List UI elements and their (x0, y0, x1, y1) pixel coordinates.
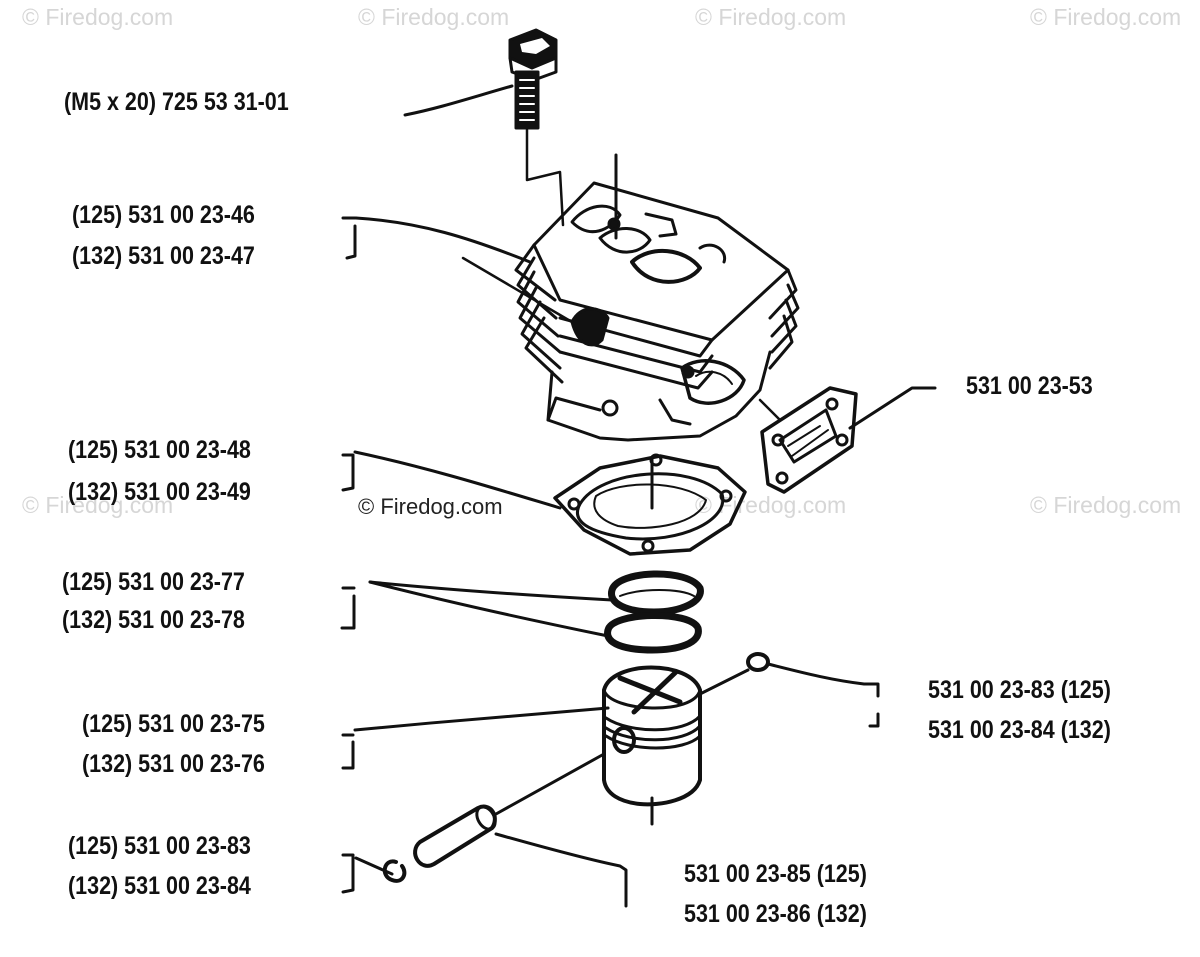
leader-line (368, 580, 610, 638)
part-label-pin-125: 531 00 23-85 (125) (684, 860, 867, 888)
base-gasket-part (553, 453, 747, 556)
part-label-pin-132: 531 00 23-86 (132) (684, 900, 867, 928)
leader-line (461, 256, 574, 324)
part-label-cylinder-132: (132) 531 00 23-47 (72, 242, 255, 270)
exhaust-gasket-part (758, 386, 858, 494)
watermark: © Firedog.com (1030, 492, 1182, 518)
watermark-center: © Firedog.com (358, 494, 503, 519)
part-label-circlip-right-125: 531 00 23-83 (125) (928, 676, 1111, 704)
watermark: © Firedog.com (22, 4, 174, 30)
bolt-part (508, 28, 565, 227)
leader-line (848, 386, 937, 430)
watermark: © Firedog.com (358, 4, 510, 30)
part-label-base-gasket-132: (132) 531 00 23-49 (68, 478, 251, 506)
bracket (341, 453, 355, 492)
piston-pin-part (413, 752, 606, 868)
leader-line (368, 580, 614, 602)
piston-rings-part (604, 570, 704, 654)
piston-part (602, 665, 702, 826)
part-label-rings-125: (125) 531 00 23-77 (62, 568, 245, 596)
part-label-cylinder-125: (125) 531 00 23-46 (72, 201, 255, 229)
leader-line (494, 832, 628, 908)
bracket (341, 733, 355, 770)
circlip-right-part (698, 652, 770, 696)
leader-line (353, 706, 610, 732)
cylinder-part (514, 153, 800, 442)
leader-line (403, 84, 514, 117)
part-label-circlip-right-132: 531 00 23-84 (132) (928, 716, 1111, 744)
part-label-circlip-left-132: (132) 531 00 23-84 (68, 872, 251, 900)
leader-line (353, 450, 562, 510)
part-label-piston-125: (125) 531 00 23-75 (82, 710, 265, 738)
bracket (341, 853, 355, 894)
watermark: © Firedog.com (22, 492, 174, 518)
part-label-circlip-left-125: (125) 531 00 23-83 (68, 832, 251, 860)
bracket (345, 224, 357, 260)
bracket (340, 586, 356, 630)
watermark: © Firedog.com (695, 4, 847, 30)
part-label-bolt: (M5 x 20) 725 53 31-01 (64, 88, 289, 116)
part-label-exhaust-gasket: 531 00 23-53 (966, 372, 1093, 400)
part-label-rings-132: (132) 531 00 23-78 (62, 606, 245, 634)
watermark: © Firedog.com (1030, 4, 1182, 30)
leader-line (354, 856, 394, 876)
leader-line (766, 662, 880, 728)
circlip-left-part (382, 859, 407, 883)
leader-line (354, 216, 532, 264)
part-label-base-gasket-125: (125) 531 00 23-48 (68, 436, 251, 464)
part-label-piston-132: (132) 531 00 23-76 (82, 750, 265, 778)
